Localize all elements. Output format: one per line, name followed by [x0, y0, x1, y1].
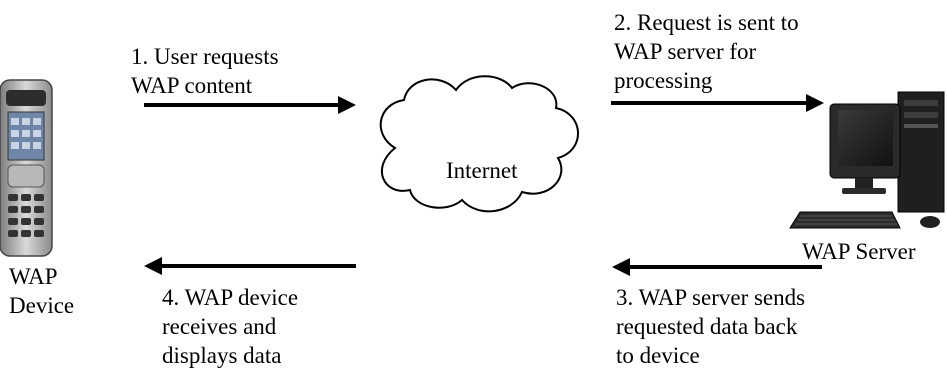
step1-line1: 1. User requests — [131, 44, 279, 69]
server-label: WAP Server — [802, 239, 916, 264]
step3-line3: to device — [616, 343, 700, 368]
step3-line2: requested data back — [616, 314, 798, 339]
step1-label: 1. User requests WAP content — [131, 42, 279, 100]
internet-cloud — [379, 75, 579, 213]
cloud-label: Internet — [446, 158, 518, 183]
arrow-step1 — [144, 96, 356, 114]
step2-line3: processing — [614, 68, 713, 93]
step4-line3: displays data — [162, 343, 282, 368]
step4-line2: receives and — [162, 314, 277, 339]
arrow-step4 — [144, 257, 356, 275]
step2-label: 2. Request is sent to WAP server for pro… — [614, 8, 799, 95]
step2-line2: WAP server for — [614, 39, 757, 64]
mobile-phone-icon — [0, 79, 53, 257]
step3-line1: 3. WAP server sends — [616, 285, 806, 310]
step3-label: 3. WAP server sends requested data back … — [616, 283, 805, 370]
arrow-step2 — [611, 94, 824, 112]
step4-label: 4. WAP device receives and displays data — [162, 283, 298, 370]
arrow-step3 — [612, 258, 822, 276]
device-line1: WAP — [9, 264, 58, 289]
device-label: WAP Device — [9, 262, 74, 320]
step2-line1: 2. Request is sent to — [614, 10, 799, 35]
device-line2: Device — [9, 293, 75, 318]
step4-line1: 4. WAP device — [162, 285, 299, 310]
desktop-computer-icon — [789, 91, 945, 229]
step1-line2: WAP content — [131, 73, 253, 98]
